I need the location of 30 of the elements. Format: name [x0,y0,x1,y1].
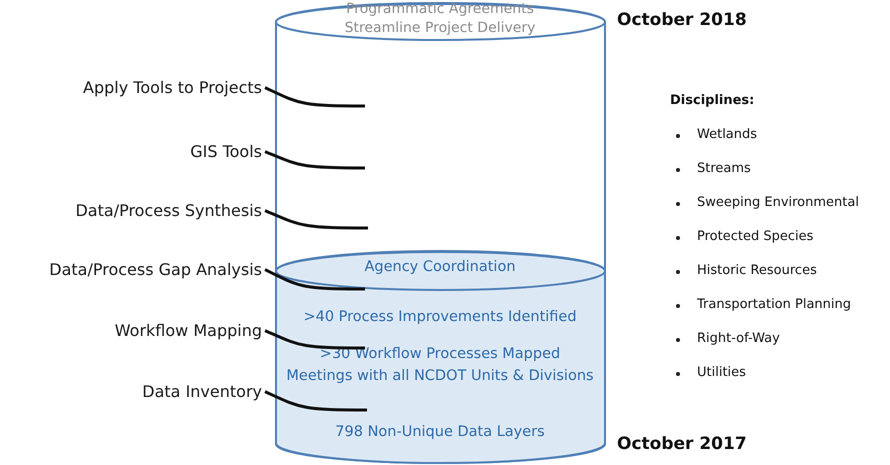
leader-line [264,86,365,108]
list-item: Right-of-Way [697,331,780,347]
cylinder-text: Meetings with all NCDOT Units & Divisions [286,368,594,385]
leader-line [264,150,365,170]
date-label: October 2018 [617,10,747,30]
cylinder-text: Programmatic Agreements [346,1,534,18]
stage-label: Data/Process Synthesis [75,201,262,220]
date-label: October 2017 [617,434,747,454]
list-item: Streams [697,161,751,177]
stage-label: Data/Process Gap Analysis [49,260,262,280]
cylinder-shape [275,3,606,463]
stage-label: Data Inventory [142,382,262,402]
stage-label: GIS Tools [190,142,262,162]
list-item: Sweeping Environmental [697,195,859,211]
cylinder-text: Streamline Project Delivery [344,20,536,36]
list-item: Wetlands [697,127,758,143]
stage-label: Workflow Mapping [114,321,262,340]
list-item: Utilities [697,365,746,381]
stage-label: Apply Tools to Projects [83,78,262,98]
leader-line [264,209,368,230]
leader-line [264,390,367,412]
list-heading: Disciplines: [670,93,754,109]
cylinder-shape [275,251,606,463]
list-item: Transportation Planning [697,297,852,313]
list-item: Historic Resources [697,263,817,279]
cylinder-text: >40 Process Improvements Identified [303,309,577,326]
cylinder-text: 798 Non-Unique Data Layers [335,424,545,441]
leader-line [264,329,365,350]
cylinder-text: Agency Coordination [364,259,516,276]
list-item: Protected Species [697,229,814,245]
